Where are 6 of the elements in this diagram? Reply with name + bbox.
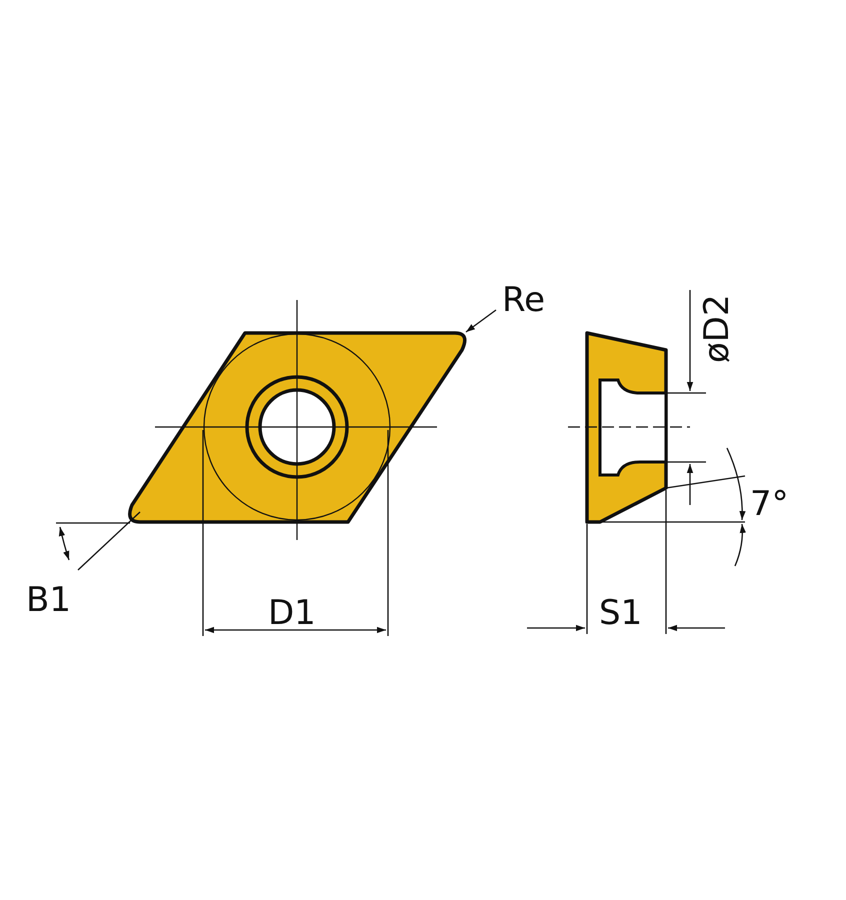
dimension-label: 7° <box>750 487 789 521</box>
dimension-label: D1 <box>268 596 316 630</box>
dimension-label: Re <box>502 283 546 317</box>
dimension-label: øD2 <box>700 294 734 363</box>
dimension-label: B1 <box>26 583 71 617</box>
dimension-label: S1 <box>599 596 642 630</box>
